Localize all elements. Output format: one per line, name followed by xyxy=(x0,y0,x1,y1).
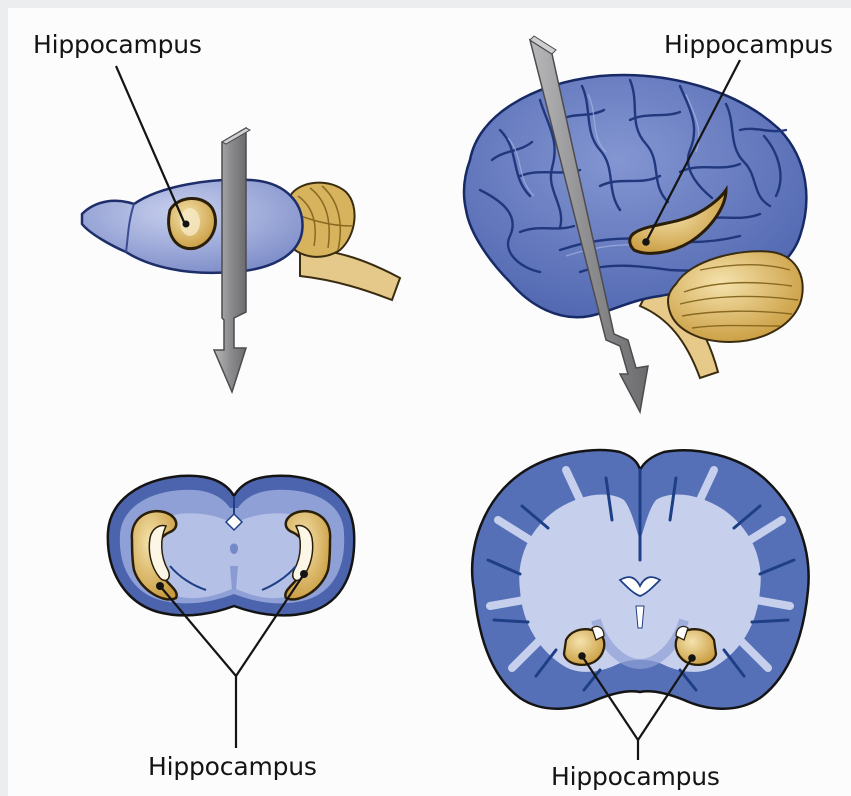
rat-hippocampus-label: Hippocampus xyxy=(33,30,202,59)
human-brain-lateral xyxy=(464,36,806,412)
human-coronal-section xyxy=(472,450,808,760)
rat-coronal-section xyxy=(108,476,354,748)
rat-brain-lateral xyxy=(82,66,400,392)
human-hippocampus-label: Hippocampus xyxy=(664,30,833,59)
rat-section-hippocampus-label: Hippocampus xyxy=(148,752,317,781)
human-section-hippocampus-label: Hippocampus xyxy=(551,762,720,791)
